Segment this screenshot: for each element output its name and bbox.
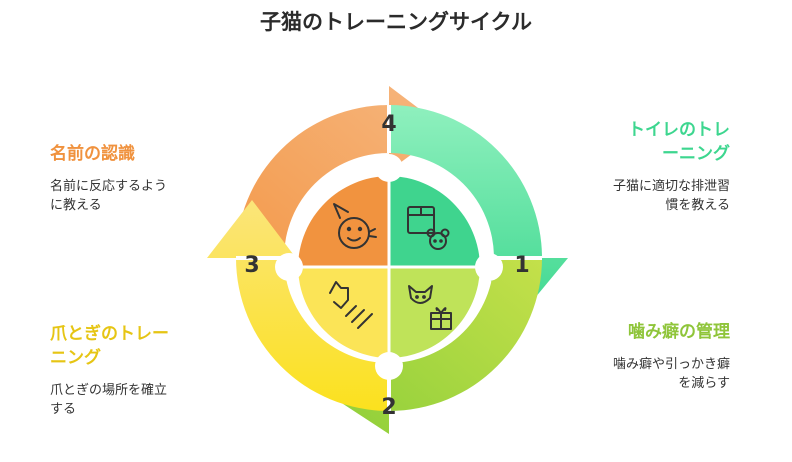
step-2-title: 噛み癖の管理	[628, 322, 730, 342]
ring-segment-3	[207, 200, 389, 411]
step-number-4: 4	[381, 112, 396, 137]
cat-scratching-icon	[329, 281, 373, 329]
litter-box-icon	[407, 206, 435, 234]
mouse-toy-icon	[426, 228, 450, 250]
step-4-title: 名前の認識	[50, 144, 135, 164]
diagram-title: 子猫のトレーニングサイクル	[260, 10, 532, 34]
step-number-1: 1	[514, 253, 529, 278]
gift-icon	[430, 307, 452, 330]
step-2-description: 噛み癖や引っかき癖 を減らす	[612, 357, 730, 391]
step-3-description: 爪とぎの場所を確立 する	[50, 383, 168, 417]
step-1-description: 子猫に適切な排泄習 慣を教える	[612, 179, 730, 213]
step-number-3: 3	[244, 253, 259, 278]
step-number-2: 2	[381, 395, 396, 420]
step-1-title: トイレのトレ ーニング	[628, 120, 730, 164]
party-face-icon	[333, 203, 377, 249]
step-3-title: 爪とぎのトレー ニング	[50, 324, 169, 368]
step-4-description: 名前に反応するよう に教える	[50, 179, 168, 213]
cat-icon	[408, 285, 433, 304]
quadrant-3	[298, 267, 389, 358]
